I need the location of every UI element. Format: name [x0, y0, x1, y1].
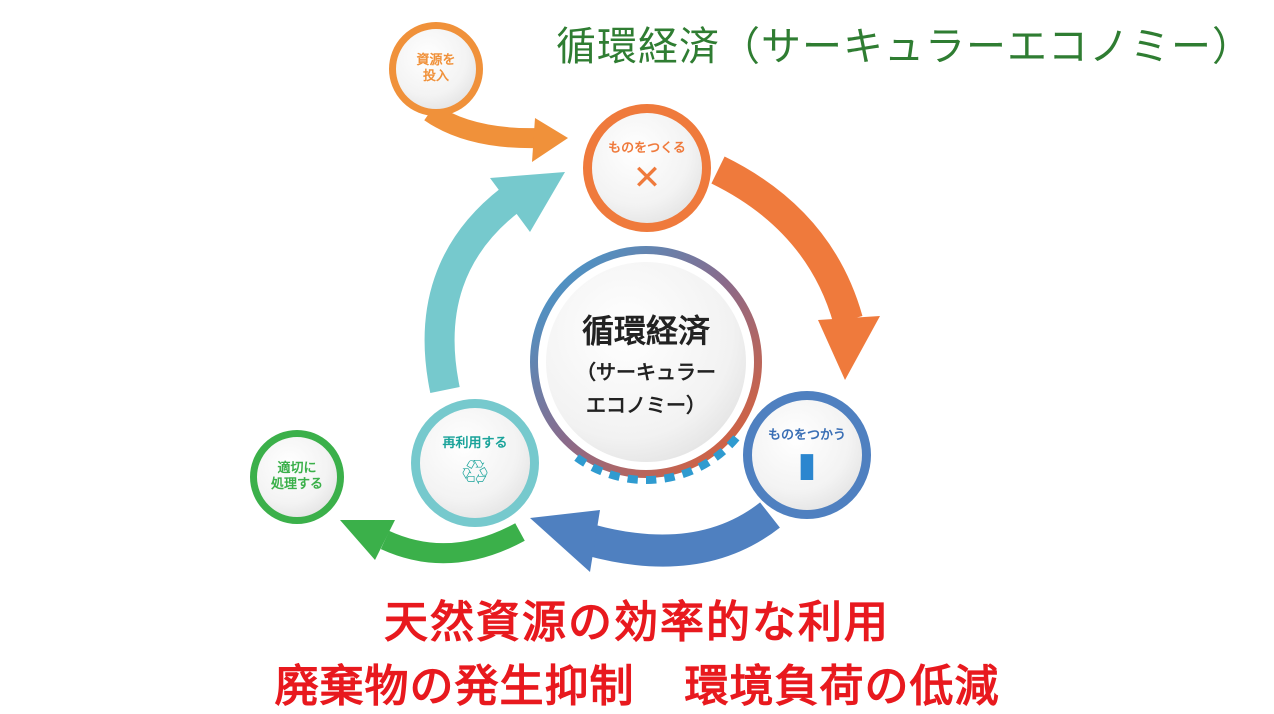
node-use: ものをつかう ▮	[743, 391, 871, 519]
page-title: 循環経済（サーキュラーエコノミー）	[556, 24, 1253, 70]
node-input: 資源を 投入	[389, 22, 483, 116]
node-input-label-1: 資源を	[416, 52, 456, 68]
center-circle: 循環経済 （サーキュラー エコノミー）	[546, 262, 746, 462]
benefit-waste-reduction: 廃棄物の発生抑制	[274, 661, 635, 712]
center-ring	[530, 246, 762, 478]
center-title: 循環経済	[581, 312, 710, 350]
arrow-input-to-make	[424, 103, 541, 149]
node-make-label: ものをつくる	[608, 140, 686, 156]
arrow-make-to-use	[711, 156, 863, 325]
bottle-hand-icon: ▮	[797, 445, 817, 486]
benefit-line-1: 天然資源の効率的な利用	[384, 597, 890, 648]
node-dispose: 適切に 処理する	[250, 430, 344, 524]
arrow-use-to-reuse	[585, 502, 780, 567]
recycle-icon: ♲	[459, 453, 491, 494]
node-reuse-label: 再利用する	[442, 435, 508, 451]
arrow-head	[532, 118, 568, 162]
node-dispose-label-2: 処理する	[270, 477, 323, 492]
wrench-screwdriver-icon: ✕	[632, 158, 662, 199]
benefit-line-2: 廃棄物の発生抑制環境負荷の低減	[0, 650, 1274, 714]
node-reuse: 再利用する ♲	[411, 399, 539, 527]
arrow-head	[818, 316, 880, 380]
arrow-reuse-to-make	[424, 188, 520, 394]
node-use-label: ものをつかう	[767, 427, 846, 443]
arrow-head	[340, 520, 395, 560]
center-subtitle-2: エコノミー）	[586, 393, 706, 417]
arrow-head	[530, 510, 600, 572]
center-subtitle-1: （サーキュラー	[576, 360, 716, 384]
node-input-label-2: 投入	[422, 69, 449, 84]
arrow-head	[490, 172, 565, 232]
node-dispose-label-1: 適切に	[277, 460, 317, 476]
benefit-environmental-load: 環境負荷の低減	[684, 661, 1000, 712]
node-make: ものをつくる ✕	[583, 104, 711, 232]
arrow-reuse-to-dispose	[380, 523, 525, 564]
